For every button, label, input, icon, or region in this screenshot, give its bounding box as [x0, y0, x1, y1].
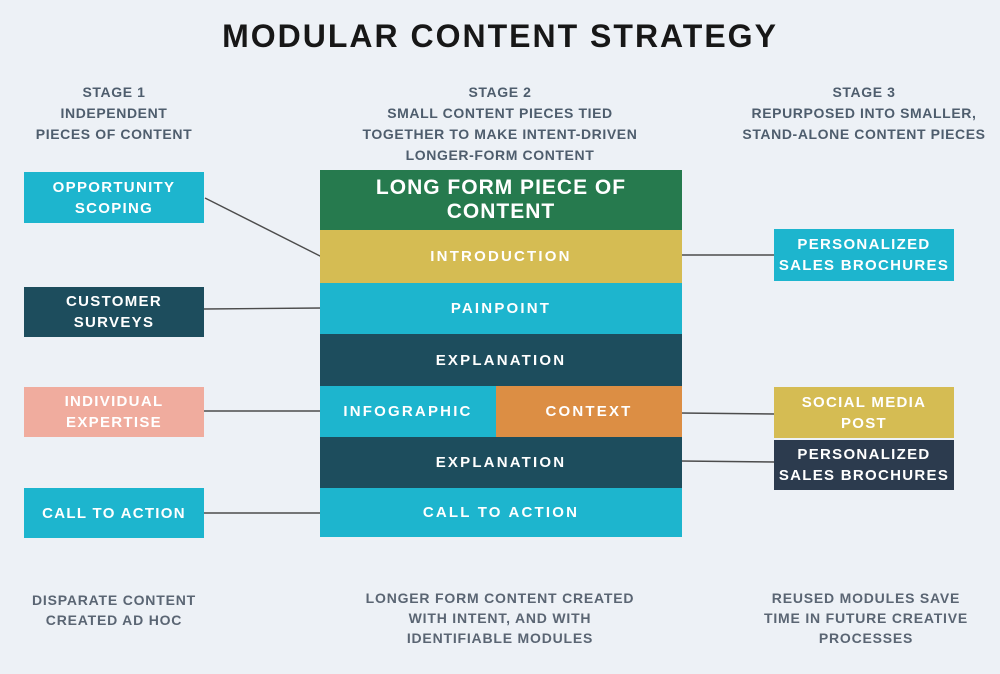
connector-explanation-to-brochures [679, 460, 776, 463]
caption-stage-3: REUSED MODULES SAVE TIME IN FUTURE CREAT… [763, 590, 969, 646]
box-social-media-post: SOCIAL MEDIA POST [774, 387, 954, 438]
connector-opportunity-to-introduction [204, 197, 323, 258]
connector-surveys-to-painpoint [203, 307, 323, 310]
stack-row-explanation-2: EXPLANATION [320, 437, 682, 488]
box-personalized-sales-brochures-top: PERSONALIZED SALES BROCHURES [774, 229, 954, 281]
stack-header-long-form: LONG FORM PIECE OF CONTENT [320, 170, 682, 230]
box-personalized-sales-brochures-bottom: PERSONALIZED SALES BROCHURES [774, 440, 954, 490]
long-form-content-stack: LONG FORM PIECE OF CONTENT INTRODUCTION … [320, 170, 682, 537]
stage-3-heading: STAGE 3 REPURPOSED INTO SMALLER, STAND-A… [742, 84, 986, 142]
stack-row-call-to-action: CALL TO ACTION [320, 488, 682, 537]
caption-stage-2: LONGER FORM CONTENT CREATED WITH INTENT,… [365, 590, 635, 646]
box-call-to-action-left: CALL TO ACTION [24, 488, 204, 538]
box-individual-expertise: INDIVIDUAL EXPERTISE [24, 387, 204, 437]
stack-row-introduction: INTRODUCTION [320, 230, 682, 283]
box-customer-surveys: CUSTOMER SURVEYS [24, 287, 204, 337]
stack-row-painpoint: PAINPOINT [320, 283, 682, 334]
stack-row-explanation-1: EXPLANATION [320, 334, 682, 386]
connector-context-to-social [679, 412, 776, 415]
stack-row-split: INFOGRAPHIC CONTEXT [320, 386, 682, 437]
box-opportunity-scoping: OPPORTUNITY SCOPING [24, 172, 204, 223]
stage-1-heading: STAGE 1 INDEPENDENT PIECES OF CONTENT [35, 84, 193, 142]
stage-2-heading: STAGE 2 SMALL CONTENT PIECES TIED TOGETH… [362, 84, 638, 163]
stack-cell-context: CONTEXT [496, 386, 682, 437]
caption-stage-1: DISPARATE CONTENT CREATED AD HOC [32, 592, 196, 628]
page-title: MODULAR CONTENT STRATEGY [222, 18, 778, 54]
stack-cell-infographic: INFOGRAPHIC [320, 386, 496, 437]
